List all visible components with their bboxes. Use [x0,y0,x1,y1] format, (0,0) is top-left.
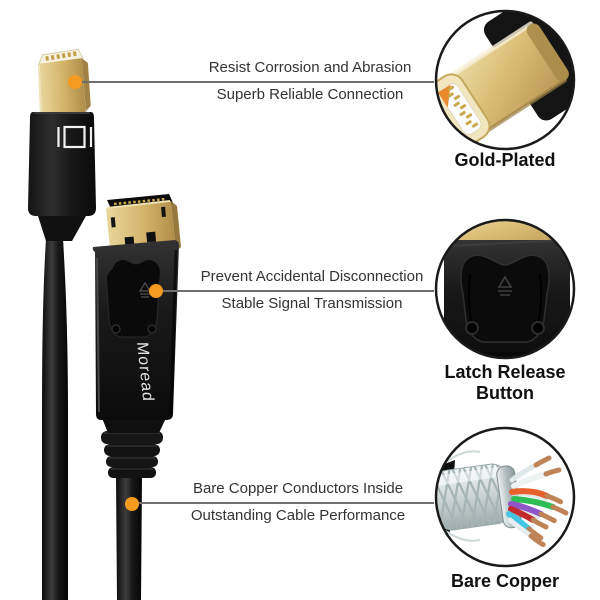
mini-dp-port-icon [57,125,93,149]
callout-leaders [68,75,434,511]
dp-connector: Moread [92,194,181,600]
mini-dp-neck [38,216,86,241]
callout-dot-1 [68,75,82,89]
inset-bare-copper [434,426,576,568]
inset-gold-plated [434,9,576,151]
dp-neck [102,418,166,433]
callout-3-line-1: Bare Copper Conductors Inside [192,480,404,497]
mini-dp-gold-tip [37,48,91,117]
inset-label-latch-release: Latch Release Button [444,362,566,403]
latch-eject-icon-large [497,275,513,296]
callout-1-line-1: Resist Corrosion and Abrasion [208,59,412,76]
inset-label-gold-plated: Gold-Plated [454,150,556,170]
latch-eject-icon [138,281,152,298]
callout-2-line-1: Prevent Accidental Disconnection [200,268,424,285]
dp-strain-relief [101,431,163,478]
dp-latch [105,259,161,338]
inset-latch [434,218,576,360]
callout-1-line-2: Superb Reliable Connection [216,86,404,103]
mini-dp-connector [28,48,96,600]
mini-dp-cable [42,238,68,600]
callout-3-line-2: Outstanding Cable Performance [190,507,406,524]
callout-2-line-2: Stable Signal Transmission [221,295,403,312]
dp-cable [116,477,142,600]
callout-dot-2 [149,284,163,298]
mini-dp-housing [28,112,96,216]
callout-dot-3 [125,497,139,511]
inset-label-bare-copper: Bare Copper [450,571,560,591]
